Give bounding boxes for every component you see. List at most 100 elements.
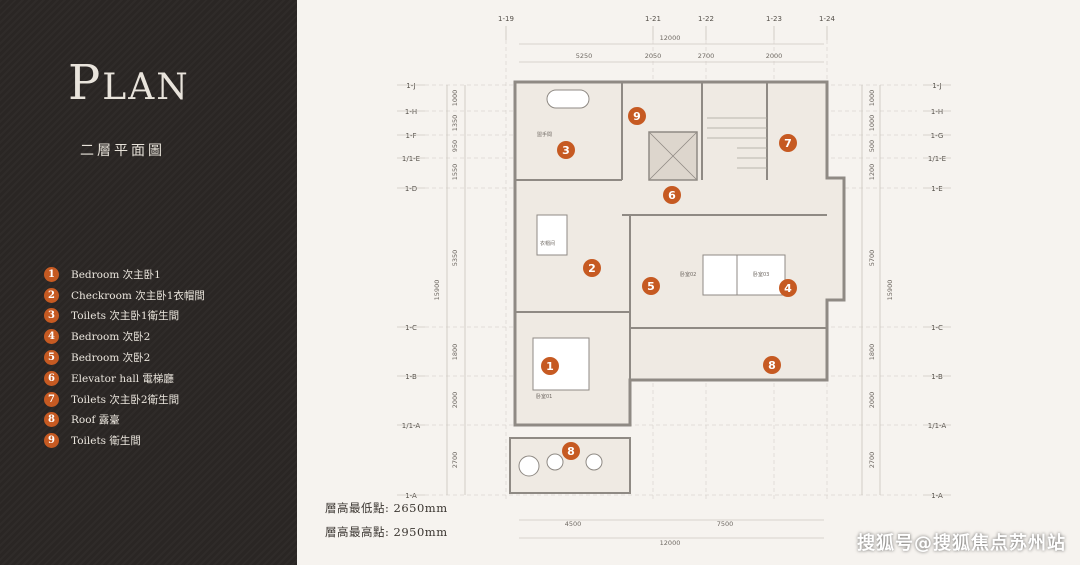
grid-label-right: 1/1-A xyxy=(923,422,951,430)
closet-island xyxy=(536,214,568,256)
grid-label-right: 1-E xyxy=(923,185,951,193)
bed-3 xyxy=(736,254,786,296)
room-marker-number: 6 xyxy=(668,189,676,202)
grid-label-left: 1-J xyxy=(397,82,425,90)
legend-label: Bedroom 次主卧1 xyxy=(71,268,161,281)
legend-item: 7 Toilets 次主卧2衛生間 xyxy=(44,389,205,410)
legend-number: 2 xyxy=(44,287,59,303)
grid-label-text: 1/1-A xyxy=(402,422,421,430)
legend-label: Toilets 次主卧2衛生間 xyxy=(71,393,180,406)
legend-label: Checkroom 次主卧1衣帽間 xyxy=(71,289,205,302)
balcony-chair xyxy=(546,453,564,471)
room-marker: 4 xyxy=(779,279,797,297)
room-marker: 7 xyxy=(779,134,797,152)
dim-label-right: 2700 xyxy=(868,452,876,469)
legend-number: 8 xyxy=(44,412,59,428)
room-marker-number: 7 xyxy=(784,137,792,150)
dim-label-right: 1800 xyxy=(868,344,876,361)
grid-label-right: 1-C xyxy=(923,324,951,332)
grid-label-text: 1-19 xyxy=(498,15,514,23)
grid-label-text: 1-E xyxy=(931,185,942,193)
dim-label-right: 2000 xyxy=(868,392,876,409)
legend-item: 9 Toilets 衛生間 xyxy=(44,430,205,451)
grid-label-text: 1-B xyxy=(405,373,417,381)
room-marker: 1 xyxy=(541,357,559,375)
room-marker-dot xyxy=(779,134,797,152)
grid-label-right: 1-B xyxy=(923,373,951,381)
grid-label-text: 1-H xyxy=(405,108,417,116)
dim-label-right-total: 15900 xyxy=(886,280,894,301)
dim-label-left: 950 xyxy=(451,140,459,152)
legend-number: 7 xyxy=(44,391,59,407)
room-marker: 9 xyxy=(628,107,646,125)
legend-label: Elevator hall 電梯廳 xyxy=(71,372,174,385)
room-marker: 3 xyxy=(557,141,575,159)
grid-label-text: 1-24 xyxy=(819,15,835,23)
room-marker-number: 9 xyxy=(633,110,641,123)
grid-label-text: 1-22 xyxy=(698,15,714,23)
room-marker-number: 2 xyxy=(588,262,596,275)
room-marker-number: 8 xyxy=(768,359,776,372)
grid-label-left: 1-B xyxy=(397,373,425,381)
label-checkroom: 衣帽间 xyxy=(540,240,555,247)
room-marker-number: 1 xyxy=(546,360,554,373)
label-bedroom3: 卧室03 xyxy=(753,271,769,278)
dim-label-left: 2700 xyxy=(451,452,459,469)
dim-label-top: 5250 xyxy=(576,52,593,60)
legend-number: 9 xyxy=(44,433,59,449)
legend-number: 6 xyxy=(44,370,59,386)
grid-label-top: 1-19 xyxy=(498,15,514,40)
dim-label-left: 5350 xyxy=(451,250,459,267)
grid-label-top: 1-22 xyxy=(698,15,714,40)
grid-label-right: 1-J xyxy=(923,82,951,90)
balcony-table xyxy=(518,455,540,477)
grid-label-text: 1-B xyxy=(931,373,943,381)
building xyxy=(509,80,846,494)
legend-label: Bedroom 次卧2 xyxy=(71,352,151,365)
dim-label-left: 1800 xyxy=(451,344,459,361)
legend-number: 3 xyxy=(44,308,59,324)
grid-label-text: 1-H xyxy=(931,108,943,116)
legend-item: 6 Elevator hall 電梯廳 xyxy=(44,368,205,389)
dim-label-left: 2000 xyxy=(451,392,459,409)
room-marker: 5 xyxy=(642,277,660,295)
grid-label-left: 1-A xyxy=(397,492,425,500)
grid-label-text: 1-21 xyxy=(645,15,661,23)
room-marker-dot xyxy=(562,442,580,460)
grid-label-text: 1-23 xyxy=(766,15,782,23)
dim-label-top: 2000 xyxy=(766,52,783,60)
grid-label-text: 1-F xyxy=(405,132,416,140)
room-marker-dot xyxy=(557,141,575,159)
room-marker-dot xyxy=(779,279,797,297)
grid-label-text: 1-C xyxy=(405,324,417,332)
grid-label-right: 1-G xyxy=(923,132,951,140)
grid-label-text: 1-J xyxy=(406,82,415,90)
dim-label-bottom: 7500 xyxy=(717,520,734,528)
legend-item: 2 Checkroom 次主卧1衣帽間 xyxy=(44,285,205,306)
dim-label-right: 1000 xyxy=(868,115,876,132)
elevator-cross-b xyxy=(648,131,698,181)
legend-label: Toilets 衛生間 xyxy=(71,435,141,448)
min-height-note: 層高最低點: 2650mm xyxy=(325,501,448,515)
dim-label-right: 1000 xyxy=(868,90,876,107)
floor-subtitle: 二層平面圖 xyxy=(80,143,165,159)
grid-label-text: 1-D xyxy=(405,185,417,193)
room-marker-dot xyxy=(541,357,559,375)
dim-label-right: 500 xyxy=(868,140,876,152)
dim-label-left-total: 15900 xyxy=(433,280,441,301)
grid-label-text: 1/1-E xyxy=(928,155,946,163)
room-marker-dot xyxy=(642,277,660,295)
dim-label-top: 2700 xyxy=(698,52,715,60)
room-marker-number: 4 xyxy=(784,282,792,295)
plan-title-initial: P xyxy=(68,55,103,111)
dim-label-right: 5700 xyxy=(868,250,876,267)
dim-label-top-total: 12000 xyxy=(660,34,681,42)
grid-label-text: 1-A xyxy=(931,492,943,500)
dimension-lines xyxy=(446,43,881,539)
legend-number: 4 xyxy=(44,329,59,345)
bathtub xyxy=(546,89,590,109)
